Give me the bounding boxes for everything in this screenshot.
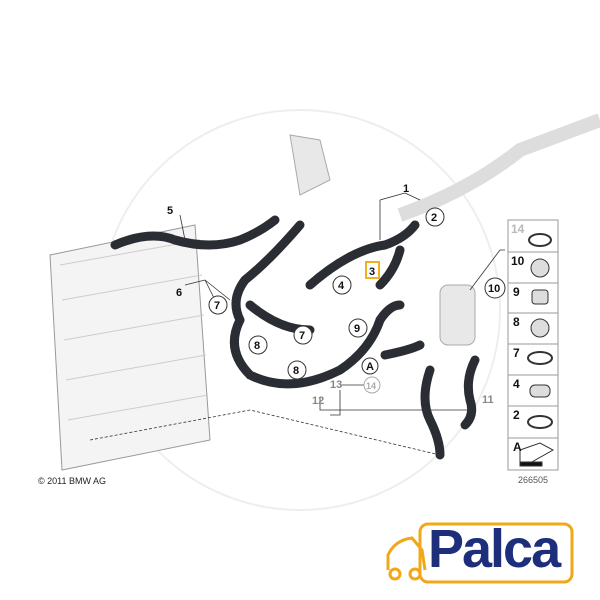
callout-2: 2 bbox=[431, 212, 437, 224]
callout-11: 11 bbox=[482, 394, 494, 406]
thermostat-housing bbox=[289, 134, 331, 196]
side-item-14: 14 bbox=[511, 222, 525, 236]
o-ring-icon bbox=[528, 233, 552, 247]
side-item-2: 2 bbox=[513, 408, 520, 422]
side-item-A: A bbox=[513, 440, 522, 454]
leader-lines bbox=[89, 192, 505, 456]
copyright-text: © 2011 BMW AG bbox=[38, 476, 106, 486]
connector-icon bbox=[530, 318, 550, 338]
expansion-tank bbox=[439, 284, 476, 346]
side-item-7: 7 bbox=[513, 346, 520, 360]
connector-icon bbox=[531, 289, 549, 305]
callout-14: 14 bbox=[366, 381, 376, 391]
callout-1: 1 bbox=[403, 183, 409, 195]
callouts: 1 2 3 4 5 6 7 7 8 8 9 10 11 12 13 14 A bbox=[167, 183, 506, 407]
callout-A: A bbox=[366, 361, 374, 373]
pipe-top-right bbox=[397, 113, 600, 222]
palca-logo-text: Palca bbox=[428, 519, 561, 579]
arrow-icon bbox=[519, 442, 555, 464]
diagram-number: 266505 bbox=[518, 475, 549, 485]
callout-6: 6 bbox=[176, 287, 182, 299]
callout-10: 10 bbox=[488, 283, 500, 295]
spring-clamp-icon bbox=[527, 415, 553, 429]
side-item-8: 8 bbox=[513, 315, 520, 329]
hose-clamp-icon bbox=[529, 384, 551, 398]
callout-7b: 7 bbox=[299, 330, 305, 342]
side-panel-icons bbox=[519, 233, 555, 467]
side-item-10: 10 bbox=[511, 254, 525, 268]
callout-4: 4 bbox=[338, 280, 345, 292]
connector-icon bbox=[530, 258, 550, 278]
radiator bbox=[49, 224, 211, 471]
palca-logo-car bbox=[386, 522, 574, 584]
callout-8a: 8 bbox=[254, 340, 260, 352]
callout-12: 12 bbox=[312, 395, 324, 407]
callout-8b: 8 bbox=[293, 365, 299, 377]
callout-13: 13 bbox=[330, 379, 342, 391]
side-item-9: 9 bbox=[513, 285, 520, 299]
callout-9: 9 bbox=[354, 323, 360, 335]
callout-3-highlight bbox=[365, 261, 380, 279]
side-panel-grid bbox=[507, 219, 559, 471]
callout-3: 3 bbox=[369, 266, 375, 278]
side-item-4: 4 bbox=[513, 377, 520, 391]
callout-5: 5 bbox=[167, 205, 173, 217]
callout-7a: 7 bbox=[214, 300, 220, 312]
clamp-icon bbox=[527, 351, 553, 365]
